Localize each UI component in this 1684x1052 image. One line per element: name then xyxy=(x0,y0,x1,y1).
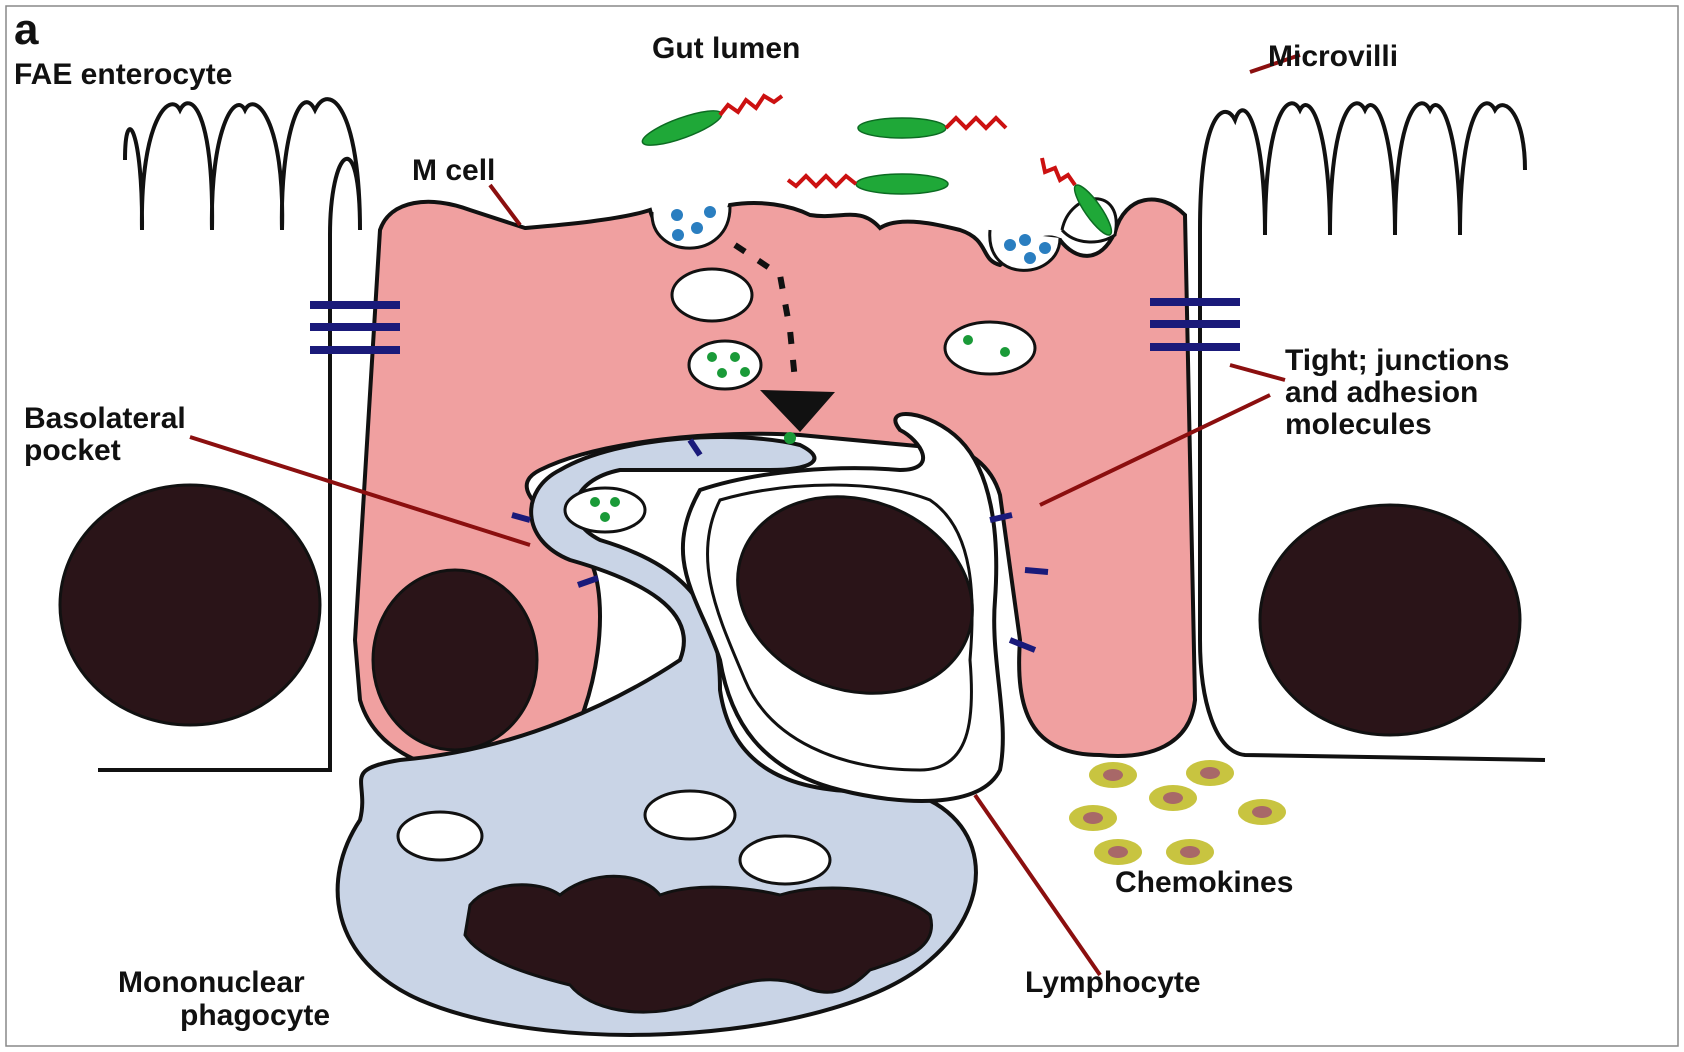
bacterium-flagellum xyxy=(788,176,856,186)
blue-particle xyxy=(1024,252,1036,264)
chemokine xyxy=(1094,839,1142,865)
phagocyte-vesicle xyxy=(645,791,735,839)
blue-particle xyxy=(671,209,683,221)
m-cell-vesicle-particles xyxy=(689,341,761,389)
label-mononuclear-1: Mononuclear xyxy=(118,966,305,999)
chemokine xyxy=(1166,839,1214,865)
bacterium xyxy=(639,104,725,152)
green-particle xyxy=(717,368,727,378)
label-lymphocyte: Lymphocyte xyxy=(1025,966,1201,999)
blue-particle xyxy=(691,222,703,234)
blue-particle xyxy=(1004,239,1016,251)
label-tight-junctions-3: molecules xyxy=(1285,408,1432,441)
green-particle xyxy=(1000,347,1010,357)
green-particle xyxy=(600,512,610,522)
bacterium xyxy=(858,118,946,138)
blue-particle xyxy=(1039,242,1051,254)
bacterium xyxy=(856,174,948,194)
bacterium-flagellum xyxy=(946,118,1006,128)
leader-tight-junction xyxy=(1230,365,1285,380)
label-m-cell: M cell xyxy=(412,154,495,187)
chemokine xyxy=(1186,760,1234,786)
label-fae-enterocyte: FAE enterocyte xyxy=(14,58,232,91)
label-microvilli: Microvilli xyxy=(1268,40,1398,73)
right-enterocyte-nucleus xyxy=(1260,505,1520,735)
blue-particle xyxy=(672,229,684,241)
blue-particle xyxy=(1019,234,1031,246)
pocket-vesicle xyxy=(565,488,645,532)
label-tight-junctions-2: and adhesion xyxy=(1285,376,1478,409)
m-cell-nucleus xyxy=(373,570,537,750)
label-mononuclear-2: phagocyte xyxy=(180,999,330,1032)
chemokine xyxy=(1149,785,1197,811)
bacterium-flagellum xyxy=(720,96,782,115)
left-enterocyte-nucleus xyxy=(60,485,320,725)
lumen-bacteria xyxy=(639,96,1006,194)
phagocyte-vesicle xyxy=(740,836,830,884)
chemokine xyxy=(1238,799,1286,825)
label-chemokines: Chemokines xyxy=(1115,866,1293,899)
bacterium-flagellum xyxy=(1042,158,1075,185)
label-basolateral-2: pocket xyxy=(24,434,121,467)
chemokine xyxy=(1089,762,1137,788)
label-basolateral-1: Basolateral xyxy=(24,402,186,435)
label-gut-lumen: Gut lumen xyxy=(652,32,800,65)
chemokine xyxy=(1069,805,1117,831)
m-cell-vesicle-particles xyxy=(945,322,1035,374)
chemokines xyxy=(1069,760,1286,865)
label-tight-junctions-1: Tight; junctions xyxy=(1285,344,1509,377)
panel-label: a xyxy=(14,5,39,54)
green-particle xyxy=(740,367,750,377)
green-particle xyxy=(784,432,796,444)
green-particle xyxy=(590,497,600,507)
phagocyte-vesicle xyxy=(398,812,482,860)
green-particle xyxy=(707,352,717,362)
green-particle xyxy=(610,497,620,507)
green-particle xyxy=(963,335,973,345)
m-cell-vesicle xyxy=(672,269,752,321)
green-particle xyxy=(730,352,740,362)
blue-particle xyxy=(704,206,716,218)
